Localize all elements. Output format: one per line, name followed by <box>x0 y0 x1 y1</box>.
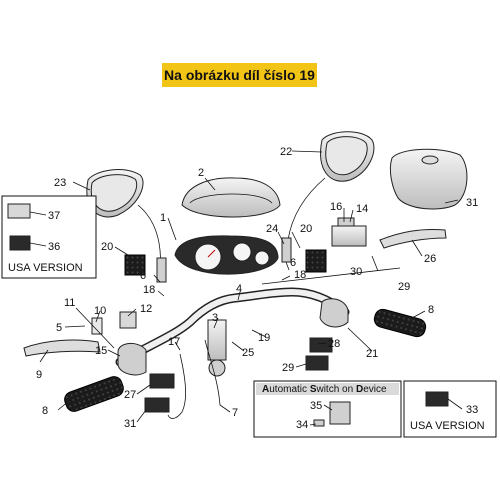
usa-version-box-left: USA VERSION <box>1 195 97 279</box>
callout-21: 22 <box>280 146 292 158</box>
left-mirror[interactable] <box>86 169 167 283</box>
callout-6-right: 6 <box>290 257 296 269</box>
callout-6-left: 6 <box>140 270 146 282</box>
callout-35: 35 <box>310 400 322 412</box>
callout-32: 31 <box>466 197 478 209</box>
master-cylinder[interactable] <box>331 217 367 247</box>
handlebar[interactable] <box>115 287 350 377</box>
usa-version-label-right: USA VERSION <box>410 420 485 432</box>
rubber-boot-left[interactable] <box>124 254 146 276</box>
callout-8-right: 8 <box>428 304 434 316</box>
left-brake-lever[interactable] <box>23 339 101 357</box>
callout-18-left: 18 <box>143 284 155 296</box>
callout-20-right: 20 <box>300 223 312 235</box>
callout-33: 33 <box>466 404 478 416</box>
callout-10: 10 <box>94 305 106 317</box>
callout-26: 27 <box>124 389 136 401</box>
callout-22: 23 <box>54 177 66 189</box>
callout-17: 19 <box>258 332 270 344</box>
instrument-cover[interactable] <box>181 177 281 218</box>
callout-13: 14 <box>356 203 368 215</box>
callout-labels: 23 22 2 1 37 36 20 24 20 16 14 31 26 30 … <box>36 146 478 431</box>
asd-box-title: Automatic Switch on Device <box>262 384 387 395</box>
callout-9: 9 <box>36 369 42 381</box>
callout-18-right: 18 <box>294 269 306 281</box>
callout-16: 17 <box>168 336 180 348</box>
callout-12: 12 <box>140 303 152 315</box>
callout-34: 34 <box>296 419 308 431</box>
usa-version-label-left: USA VERSION <box>8 262 83 274</box>
reservoir[interactable] <box>389 148 468 210</box>
callout-28: 29 <box>282 362 294 374</box>
switch-module-29[interactable] <box>144 397 170 413</box>
callout-27: 28 <box>328 338 340 350</box>
callout-24: 24 <box>266 223 278 235</box>
cable-7 <box>204 339 221 406</box>
right-brake-lever[interactable] <box>379 229 447 249</box>
callout-36: 36 <box>48 241 60 253</box>
callout-8-left: 8 <box>42 405 48 417</box>
callout-37: 37 <box>48 210 60 222</box>
callout-23: 25 <box>242 347 254 359</box>
callout-3: 3 <box>212 312 218 324</box>
right-grip[interactable] <box>373 308 428 339</box>
callout-29: 31 <box>124 418 136 430</box>
right-mirror[interactable] <box>281 131 375 263</box>
usa-version-box-right: USA VERSION <box>403 380 497 438</box>
automatic-switch-on-device-box: Automatic Switch on Device <box>253 380 402 438</box>
diagram-title-banner: Na obrázku díl číslo 19 <box>162 63 317 87</box>
rubber-boot-right[interactable] <box>305 249 327 273</box>
callout-30: 29 <box>398 281 410 293</box>
callout-14: 15 <box>95 345 107 357</box>
callout-1: 1 <box>160 212 166 224</box>
callout-2: 2 <box>198 167 204 179</box>
switch-module-26[interactable] <box>149 373 175 389</box>
callout-19: 21 <box>366 348 378 360</box>
switch-module-27[interactable] <box>309 337 333 353</box>
instrument-panel[interactable] <box>174 235 279 275</box>
left-switch-housing[interactable] <box>117 343 147 376</box>
callout-15: 16 <box>330 201 342 213</box>
switch-module-28[interactable] <box>305 355 329 371</box>
leader-lines <box>29 150 463 426</box>
clutch-bracket[interactable] <box>91 311 137 335</box>
cable-16 <box>167 353 186 419</box>
callout-5: 5 <box>56 322 62 334</box>
callout-11: 11 <box>64 297 75 309</box>
left-grip[interactable] <box>62 374 125 413</box>
callout-31: 30 <box>350 266 362 278</box>
callout-25: 26 <box>424 253 436 265</box>
throttle-body[interactable] <box>319 298 349 328</box>
callout-4: 4 <box>236 283 242 295</box>
callout-20-left: 20 <box>101 241 113 253</box>
callout-7: 7 <box>232 407 238 419</box>
